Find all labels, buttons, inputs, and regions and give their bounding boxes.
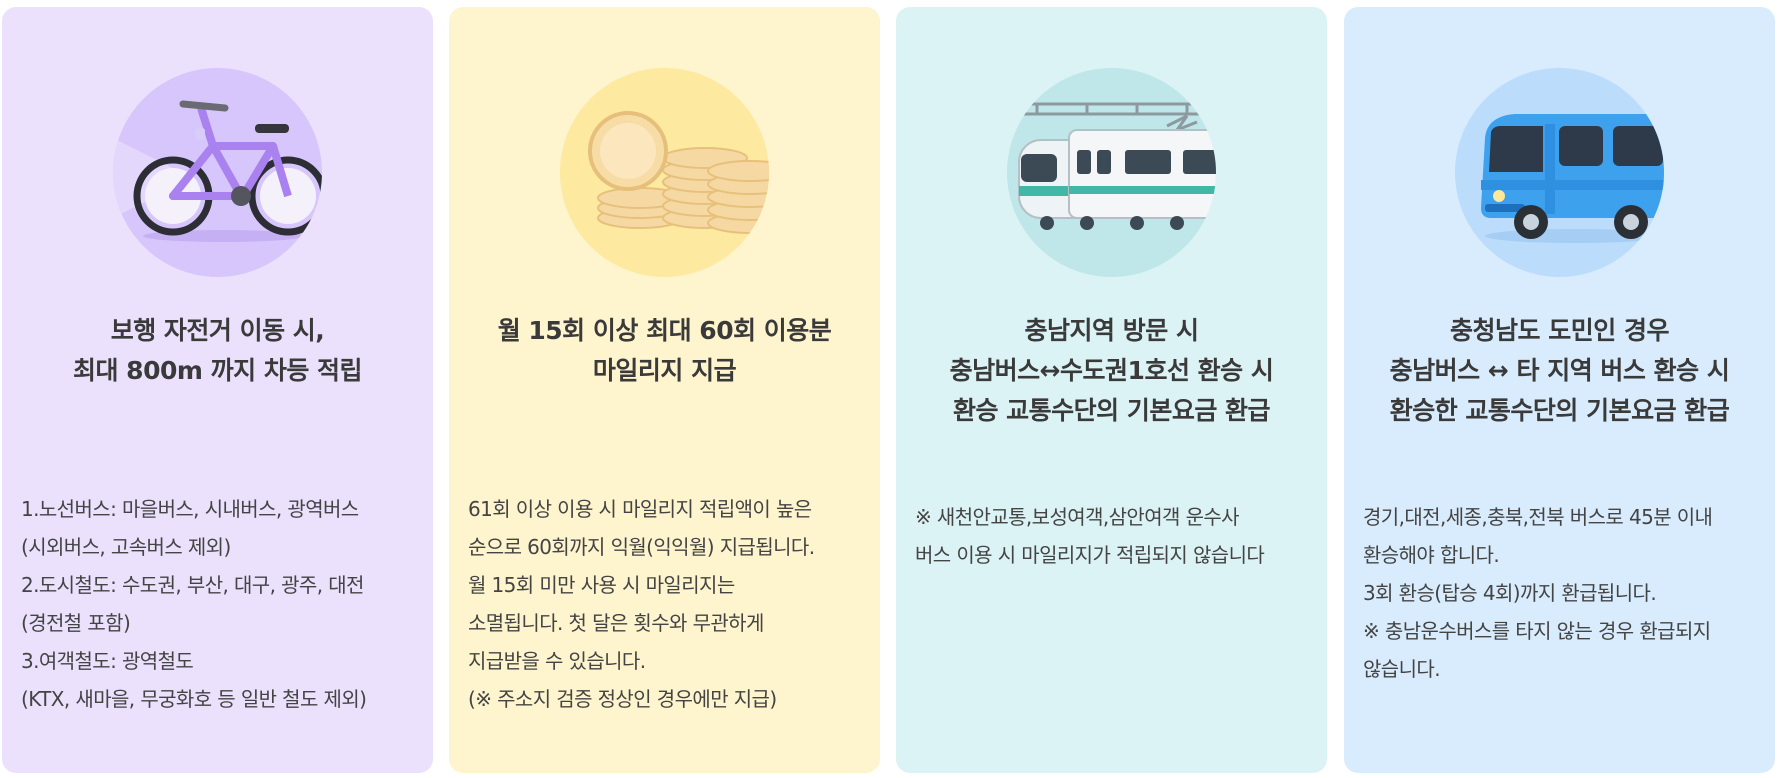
desc-line: 3.여객철도: 광역철도 <box>21 649 194 673</box>
card-title: 충남지역 방문 시 충남버스↔수도권1호선 환승 시 환승 교통수단의 기본요금… <box>896 311 1327 431</box>
desc-line: 61회 이상 이용 시 마일리지 적립액이 높은 <box>468 497 812 521</box>
title-line: 환승 교통수단의 기본요금 환급 <box>952 396 1271 425</box>
desc-line: 소멸됩니다. 첫 달은 횟수와 무관하게 <box>468 611 764 635</box>
title-line: 환승한 교통수단의 기본요금 환급 <box>1389 396 1730 425</box>
desc-line: 월 15회 미만 사용 시 마일리지는 <box>468 573 735 597</box>
desc-line: 않습니다. <box>1363 657 1441 681</box>
desc-line: (※ 주소지 검증 정상인 경우에만 지급) <box>468 687 777 711</box>
card-description: ※ 새천안교통,보성여객,삼안여객 운수사 버스 이용 시 마일리지가 적립되지… <box>915 498 1315 574</box>
benefit-card-mileage: 월 15회 이상 최대 60회 이용분 마일리지 지급 61회 이상 이용 시 … <box>449 7 880 773</box>
bus-illustration <box>1455 68 1664 277</box>
title-line: 충남지역 방문 시 <box>1024 316 1199 345</box>
desc-line: ※ 충남운수버스를 타지 않는 경우 환급되지 <box>1363 619 1711 643</box>
card-description: 경기,대전,세종,충북,전북 버스로 45분 이내 환승해야 합니다. 3회 환… <box>1363 498 1763 688</box>
title-line: 충남버스↔수도권1호선 환승 시 <box>949 356 1274 385</box>
card-title: 충청남도 도민인 경우 충남버스 ↔ 타 지역 버스 환승 시 환승한 교통수단… <box>1344 311 1775 431</box>
title-line: 충청남도 도민인 경우 <box>1450 316 1669 345</box>
coins-icon <box>588 111 769 234</box>
title-line: 최대 800m 까지 차등 적립 <box>72 356 363 385</box>
desc-line: 2.도시철도: 수도권, 부산, 대구, 광주, 대전 <box>21 573 364 597</box>
title-line: 월 15회 이상 최대 60회 이용분 <box>497 316 832 345</box>
bus-icon <box>1481 114 1664 243</box>
benefit-card-bus-transfer: 충청남도 도민인 경우 충남버스 ↔ 타 지역 버스 환승 시 환승한 교통수단… <box>1344 7 1775 773</box>
title-line: 충남버스 ↔ 타 지역 버스 환승 시 <box>1389 356 1730 385</box>
card-description: 61회 이상 이용 시 마일리지 적립액이 높은 순으로 60회까지 익월(익익… <box>468 490 868 718</box>
desc-line: 환승해야 합니다. <box>1363 543 1500 567</box>
desc-line: (KTX, 새마을, 무궁화호 등 일반 철도 제외) <box>21 687 367 711</box>
bicycle-illustration <box>113 68 322 277</box>
benefit-card-train-transfer: 충남지역 방문 시 충남버스↔수도권1호선 환승 시 환승 교통수단의 기본요금… <box>896 7 1327 773</box>
desc-line: 1.노선버스: 마을버스, 시내버스, 광역버스 <box>21 497 359 521</box>
card-title: 보행 자전거 이동 시, 최대 800m 까지 차등 적립 <box>2 311 433 391</box>
desc-line: 순으로 60회까지 익월(익익월) 지급됩니다. <box>468 535 815 559</box>
desc-line: 지급받을 수 있습니다. <box>468 649 646 673</box>
desc-line: 버스 이용 시 마일리지가 적립되지 않습니다 <box>915 543 1265 567</box>
train-illustration <box>1007 68 1216 277</box>
coins-illustration <box>560 68 769 277</box>
desc-line: 3회 환승(탑승 4회)까지 환급됩니다. <box>1363 581 1657 605</box>
card-title: 월 15회 이상 최대 60회 이용분 마일리지 지급 <box>449 311 880 391</box>
desc-line: (경전철 포함) <box>21 611 131 635</box>
bicycle-icon <box>113 100 322 242</box>
benefit-card-bicycle: 보행 자전거 이동 시, 최대 800m 까지 차등 적립 1.노선버스: 마을… <box>2 7 433 773</box>
desc-line: ※ 새천안교통,보성여객,삼안여객 운수사 <box>915 505 1240 529</box>
card-description: 1.노선버스: 마을버스, 시내버스, 광역버스 (시외버스, 고속버스 제외)… <box>21 490 421 718</box>
desc-line: (시외버스, 고속버스 제외) <box>21 535 231 559</box>
title-line: 보행 자전거 이동 시, <box>110 316 325 345</box>
train-icon <box>1007 102 1216 230</box>
desc-line: 경기,대전,세종,충북,전북 버스로 45분 이내 <box>1363 505 1713 529</box>
title-line: 마일리지 지급 <box>592 356 737 385</box>
